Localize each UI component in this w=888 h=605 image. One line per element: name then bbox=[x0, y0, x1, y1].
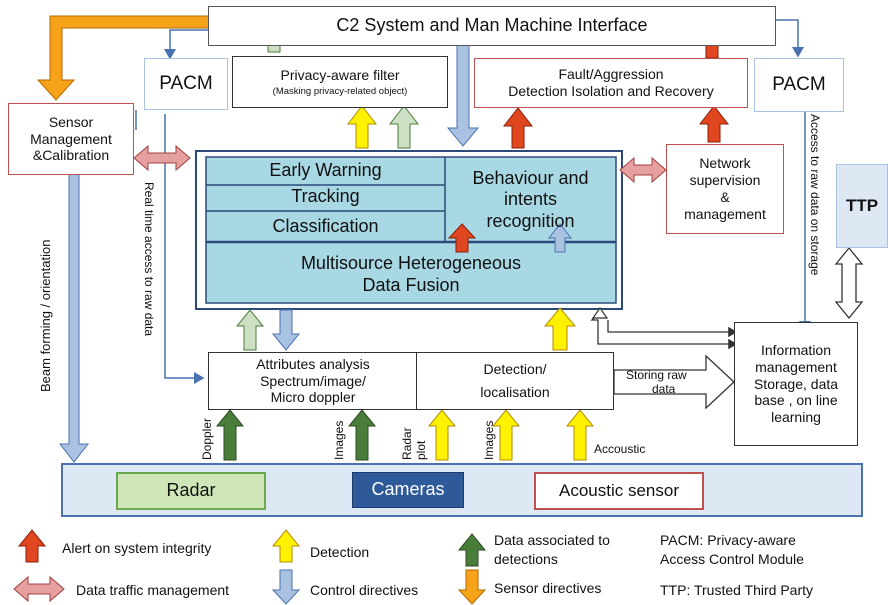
cameras-sensor-box: Cameras bbox=[352, 472, 464, 508]
doppler-input-label: Doppler bbox=[200, 417, 214, 460]
sensor-mgmt-line3: &Calibration bbox=[32, 147, 110, 164]
legend-control-icon bbox=[271, 569, 301, 605]
network-line2: supervision bbox=[689, 172, 761, 189]
detection-localisation-box: Detection/ localisation bbox=[416, 352, 614, 410]
ttp-label: TTP bbox=[845, 195, 879, 215]
realtime-access-label: Real time access to raw data bbox=[142, 182, 156, 337]
acoustic-sensor-box: Acoustic sensor bbox=[534, 472, 704, 510]
legend-sensor-dir: Sensor directives bbox=[494, 580, 602, 596]
storing-raw-line2: data bbox=[652, 382, 676, 396]
behaviour-line3: recognition bbox=[486, 210, 575, 231]
legend-detection-icon bbox=[271, 529, 301, 563]
pacm-left-label: PACM bbox=[159, 72, 213, 94]
privacy-filter-box: Privacy-aware filter (Masking privacy-re… bbox=[232, 56, 448, 108]
c2-system-box: C2 System and Man Machine Interface bbox=[208, 6, 776, 46]
legend-data-assoc-1: Data associated to bbox=[494, 532, 610, 548]
images-input-label-1: Images bbox=[332, 420, 346, 460]
radar-sensor-label: Radar bbox=[166, 480, 216, 501]
legend-pacm-1: PACM: Privacy-aware bbox=[660, 532, 796, 548]
beam-forming-label: Beam forming / orientation bbox=[38, 239, 53, 392]
legend-sensor-dir-icon bbox=[457, 569, 487, 605]
fault-recovery-box: Fault/Aggression Detection Isolation and… bbox=[474, 58, 748, 108]
behaviour-recognition-block: Behaviour and intents recognition bbox=[445, 160, 616, 240]
fusion-line2: Data Fusion bbox=[362, 275, 460, 295]
radar-sensor-box: Radar bbox=[116, 472, 266, 510]
radar-plot-label-a: Radar bbox=[400, 427, 414, 460]
sensor-management-box: Sensor Management &Calibration bbox=[8, 103, 134, 175]
information-management-box: Information management Storage, data bas… bbox=[734, 322, 858, 446]
info-line2: management bbox=[755, 358, 837, 375]
storing-raw-line1: Storing raw bbox=[626, 368, 687, 382]
info-line5: learning bbox=[771, 409, 821, 426]
network-line4: management bbox=[684, 205, 766, 222]
attributes-line1: Attributes analysis bbox=[256, 355, 370, 372]
fusion-line1: Multisource Heterogeneous bbox=[300, 253, 522, 274]
info-line1: Information bbox=[760, 342, 832, 358]
cameras-sensor-label: Cameras bbox=[371, 479, 445, 500]
attributes-line3: Micro doppler bbox=[270, 389, 356, 406]
classification-label: Classification bbox=[272, 216, 379, 236]
pacm-right-label: PACM bbox=[772, 73, 826, 95]
legend-traffic: Data traffic management bbox=[76, 582, 230, 598]
sensor-directive-arrow bbox=[36, 15, 211, 101]
radar-plot-label-b: plot bbox=[414, 440, 428, 460]
legend-control: Control directives bbox=[310, 582, 419, 598]
legend-detection: Detection bbox=[310, 544, 370, 560]
legend-data-assoc-icon bbox=[457, 533, 487, 567]
network-line3: & bbox=[720, 189, 730, 205]
legend-alert-icon bbox=[17, 529, 47, 563]
behaviour-line1: Behaviour and bbox=[472, 167, 589, 188]
legend-pacm-2: Access Control Module bbox=[660, 551, 804, 567]
acoustic-input-label: Accoustic bbox=[594, 442, 646, 456]
pacm-right-box: PACM bbox=[754, 58, 844, 112]
fault-line1: Fault/Aggression bbox=[558, 66, 664, 83]
c2-label: C2 System and Man Machine Interface bbox=[336, 15, 648, 36]
acoustic-sensor-label: Acoustic sensor bbox=[559, 480, 679, 500]
privacy-filter-title: Privacy-aware filter bbox=[280, 66, 400, 83]
network-line1: Network bbox=[699, 155, 751, 172]
data-fusion-block: Multisource Heterogeneous Data Fusion bbox=[206, 248, 616, 302]
legend-traffic-icon bbox=[13, 575, 65, 603]
detection-line2: localisation bbox=[480, 384, 550, 400]
privacy-filter-sub: (Masking privacy-related object) bbox=[272, 85, 408, 97]
attributes-analysis-box: Attributes analysis Spectrum/image/ Micr… bbox=[208, 352, 418, 410]
legend-ttp: TTP: Trusted Third Party bbox=[660, 582, 814, 598]
info-line3: Storage, data bbox=[753, 375, 839, 392]
access-storage-label: Access to raw data on storage bbox=[808, 114, 822, 276]
network-supervision-box: Network supervision & management bbox=[666, 144, 784, 234]
legend-data-assoc-2: detections bbox=[494, 551, 558, 567]
attributes-line2: Spectrum/image/ bbox=[260, 372, 366, 389]
detection-line1: Detection/ bbox=[483, 361, 547, 378]
sensor-mgmt-line1: Sensor bbox=[48, 113, 94, 130]
ttp-box: TTP bbox=[836, 164, 888, 248]
sensor-mgmt-line2: Management bbox=[30, 130, 112, 147]
legend-alert: Alert on system integrity bbox=[62, 540, 212, 556]
tracking-label: Tracking bbox=[291, 186, 360, 206]
info-line4: base , on line bbox=[754, 392, 838, 409]
images-input-label-2: Images bbox=[482, 420, 496, 460]
behaviour-line2: intents bbox=[503, 189, 558, 210]
core-fill bbox=[205, 156, 617, 304]
early-warning-label: Early Warning bbox=[269, 160, 382, 180]
pacm-left-box: PACM bbox=[144, 58, 228, 110]
fault-line2: Detection Isolation and Recovery bbox=[508, 83, 714, 99]
